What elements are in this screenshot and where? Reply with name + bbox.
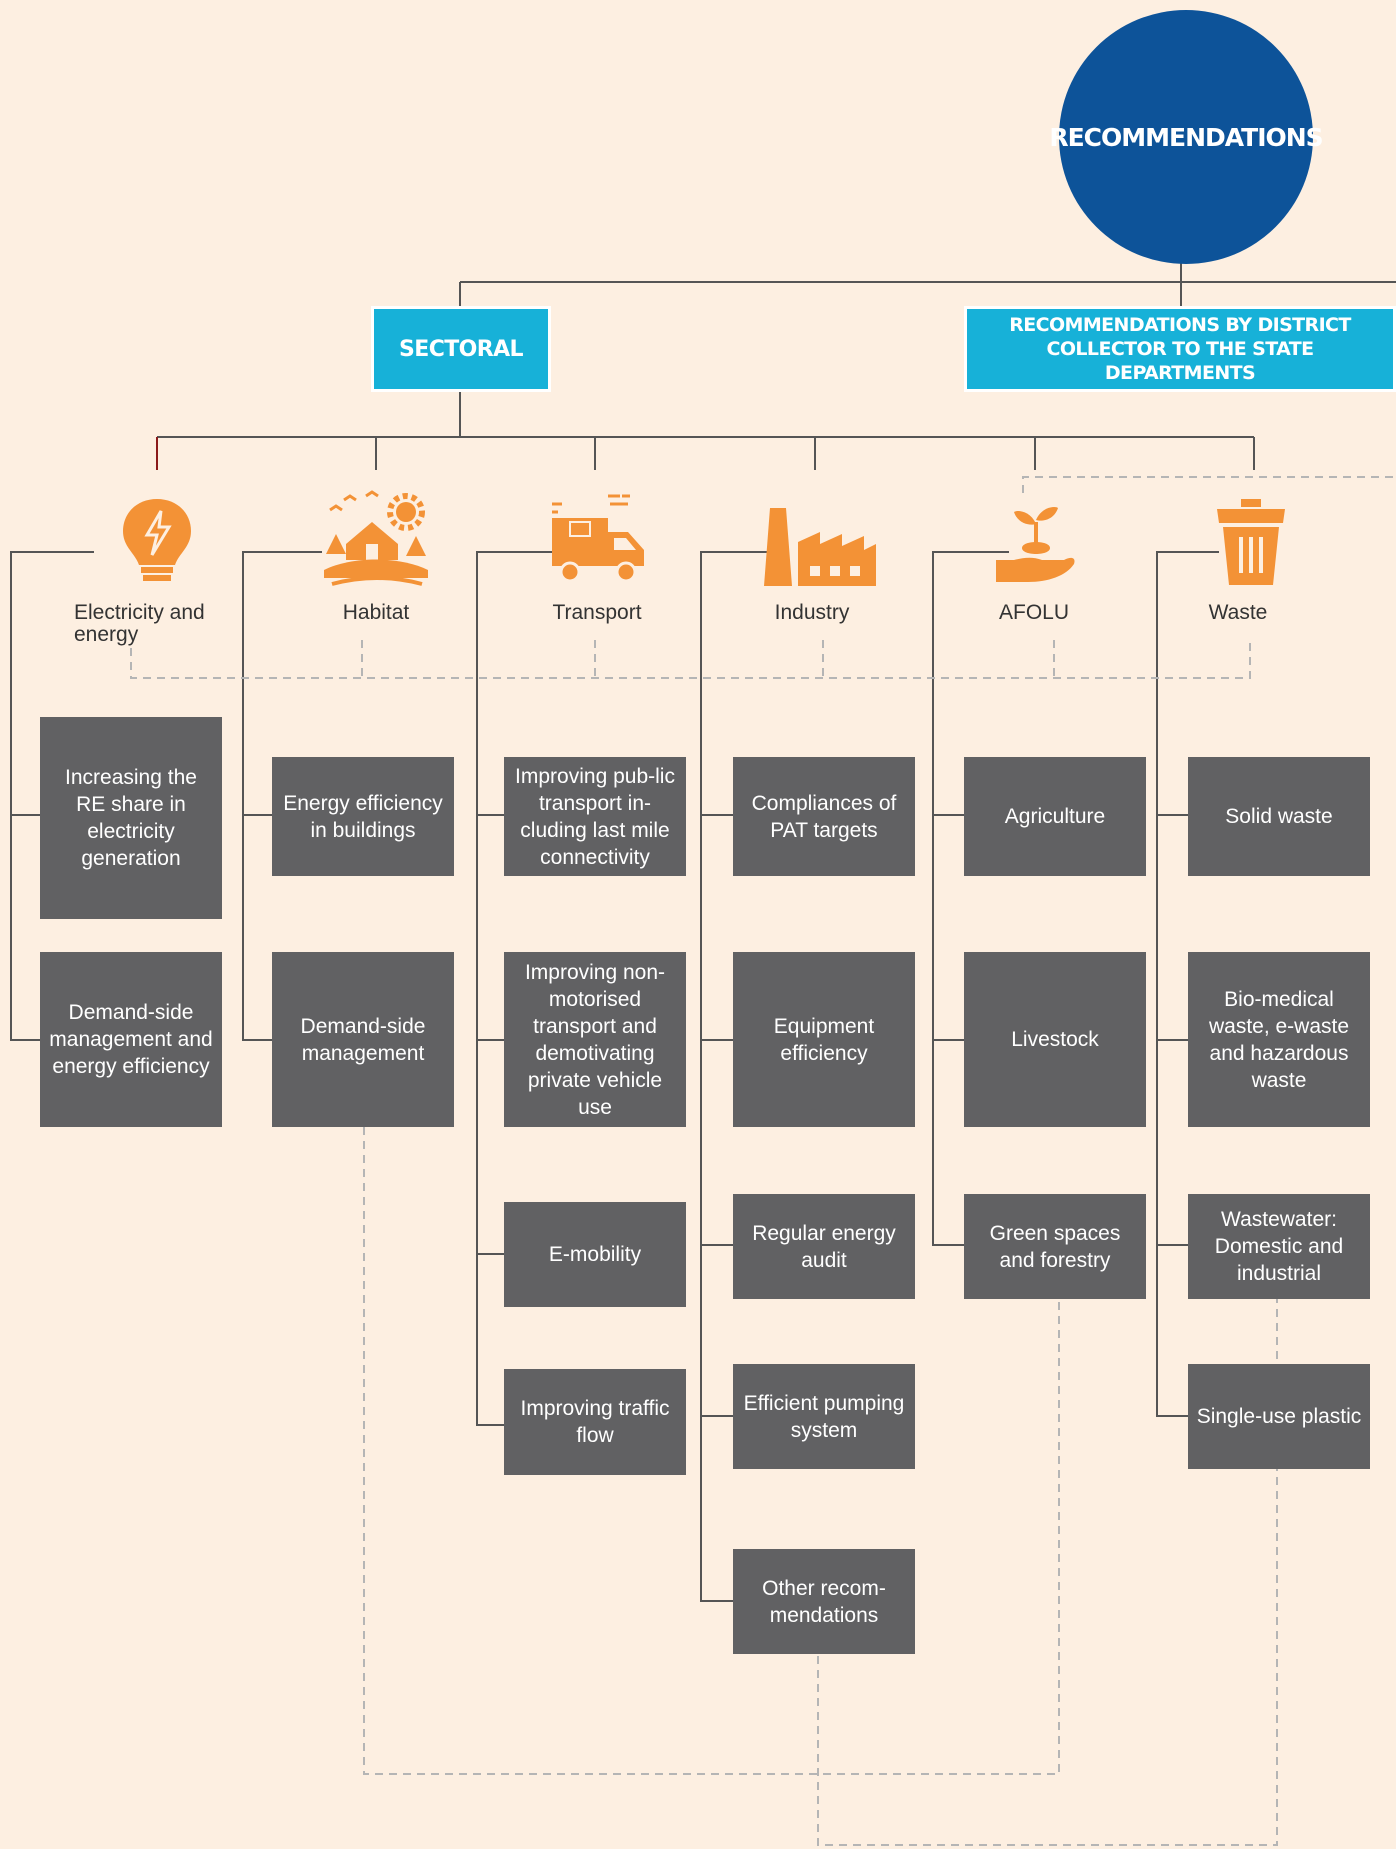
recommendation-box: Agriculture: [964, 757, 1146, 876]
factory-icon: [764, 508, 876, 586]
recommendation-box: Equipment efficiency: [733, 952, 915, 1127]
recommendation-box: Regular energy audit: [733, 1194, 915, 1299]
recommendation-box: Other recom-mendations: [733, 1549, 915, 1654]
collector-recommendations-box: RECOMMENDATIONS BY DISTRICT COLLECTOR TO…: [964, 306, 1396, 392]
recommendation-box: Compliances of PAT targets: [733, 757, 915, 876]
recommendation-box: Green spaces and forestry: [964, 1194, 1146, 1299]
sector-label-industry: Industry: [774, 601, 850, 624]
lightbulb-bolt-icon: [123, 499, 191, 581]
sector-label-electricity: Electricity and energy: [74, 601, 205, 646]
recommendation-box: Demand-side management: [272, 952, 454, 1127]
recommendation-box: E-mobility: [504, 1202, 686, 1307]
sector-label-waste: Waste: [1208, 601, 1268, 624]
delivery-truck-icon: [552, 494, 644, 583]
trash-bin-icon: [1217, 499, 1285, 585]
recommendation-box: Solid waste: [1188, 757, 1370, 876]
recommendation-box: Single-use plastic: [1188, 1364, 1370, 1469]
collector-label: RECOMMENDATIONS BY DISTRICT COLLECTOR TO…: [1009, 314, 1351, 384]
root-circle: RECOMMENDATIONS: [1049, 10, 1324, 264]
recommendation-box: Improving non-motorised transport and de…: [504, 952, 686, 1127]
recommendation-box: Efficient pumping system: [733, 1364, 915, 1469]
sector-label-transport: Transport: [552, 601, 642, 624]
recommendation-box: Wastewater: Domestic and industrial: [1188, 1194, 1370, 1299]
sector-label-habitat: Habitat: [342, 601, 410, 624]
recommendation-box: Increasing the RE share in electricity g…: [40, 717, 222, 919]
recommendation-box: Bio-medical waste, e-waste and hazardous…: [1188, 952, 1370, 1127]
sectoral-box: SECTORAL: [371, 306, 551, 392]
recommendation-box: Energy efficiency in buildings: [272, 757, 454, 876]
root-title: RECOMMENDATIONS: [1049, 122, 1323, 152]
sector-label-afolu: AFOLU: [998, 601, 1069, 624]
recommendation-box: Improving pub-lic transport in-cluding l…: [504, 757, 686, 876]
recommendation-box: Improving traffic flow: [504, 1369, 686, 1475]
recommendation-box: Livestock: [964, 952, 1146, 1127]
recommendation-box: Demand-side management and energy effici…: [40, 952, 222, 1127]
hand-plant-icon: [996, 507, 1075, 582]
house-trees-icon: [324, 490, 428, 586]
sectoral-label: SECTORAL: [399, 336, 524, 362]
